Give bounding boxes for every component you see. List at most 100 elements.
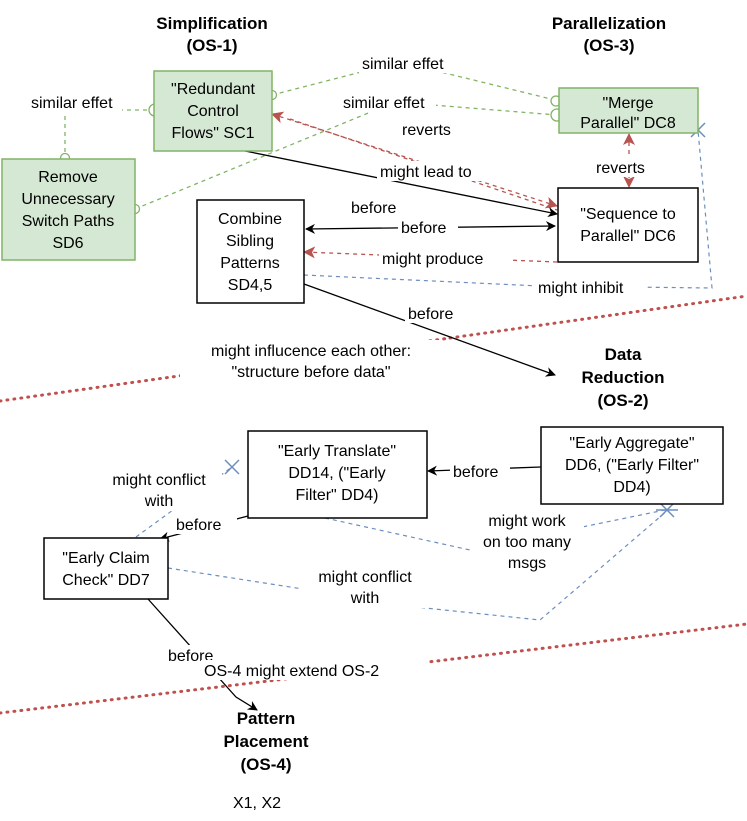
node-early-claim-check[interactable]: "Early Claim Check" DD7 <box>43 537 169 600</box>
label-might-inhibit: might inhibit <box>535 277 647 297</box>
boundary-line-os1-os2-right <box>448 294 747 340</box>
node-label: Filter" DD4) <box>295 487 378 504</box>
node-label: Combine <box>218 211 282 228</box>
svg-text:might conflict: might conflict <box>318 569 412 586</box>
node-label: Unnecessary <box>21 191 114 208</box>
node-label: DD4) <box>613 479 650 496</box>
node-label: Parallel" DC6 <box>580 228 676 245</box>
node-sequence-to-parallel[interactable]: "Sequence to Parallel" DC6 <box>557 187 699 263</box>
edge-reverts-top <box>271 111 558 209</box>
svg-text:Parallelization: Parallelization <box>552 14 666 33</box>
node-label: Switch Paths <box>22 213 114 230</box>
label-before-to-data: before <box>405 303 465 323</box>
label-might-lead-to: might lead to <box>377 161 499 181</box>
svg-text:with: with <box>350 590 379 607</box>
svg-text:(OS-1): (OS-1) <box>187 36 238 55</box>
heading-pattern-placement: Pattern Placement (OS-4) <box>223 709 308 774</box>
svg-text:msgs: msgs <box>508 555 546 572</box>
node-remove-unnecessary-switch-paths[interactable]: Remove Unnecessary Switch Paths SD6 <box>1 158 136 261</box>
node-label: "Early Aggregate" <box>569 435 694 452</box>
node-redundant-control-flows[interactable]: "Redundant Control Flows" SC1 <box>153 70 273 152</box>
label-before-claim: before <box>173 514 237 534</box>
edge-might-lead-to <box>289 118 558 211</box>
node-label: Control <box>187 103 239 120</box>
node-label: Remove <box>38 169 98 186</box>
node-early-aggregate[interactable]: "Early Aggregate" DD6, ("Early Filter" D… <box>540 426 724 505</box>
node-combine-sibling-patterns[interactable]: Combine Sibling Patterns SD4,5 <box>196 199 305 304</box>
heading-data-reduction: Data Reduction (OS-2) <box>581 345 664 410</box>
svg-text:Simplification: Simplification <box>156 14 267 33</box>
edge-before-placement <box>147 598 258 711</box>
svg-text:"structure before data": "structure before data" <box>232 364 391 381</box>
svg-text:(OS-2): (OS-2) <box>598 391 649 410</box>
label-might-work: might work on too many msgs <box>470 510 584 573</box>
svg-text:OS-4 might extend OS-2: OS-4 might extend OS-2 <box>204 663 379 680</box>
svg-text:might produce: might produce <box>382 251 483 268</box>
svg-text:might inhibit: might inhibit <box>538 280 624 297</box>
label-influence: might influcence each other: "structure … <box>180 340 442 382</box>
svg-text:(OS-4): (OS-4) <box>241 755 292 774</box>
node-label: SD4,5 <box>228 277 273 294</box>
svg-text:reverts: reverts <box>402 122 451 139</box>
node-label: Sibling <box>226 233 274 250</box>
label-before-sc1: before <box>348 197 408 217</box>
label-reverts-right: reverts <box>593 157 663 177</box>
svg-text:(OS-3): (OS-3) <box>584 36 635 55</box>
label-before-combine: before <box>398 217 458 237</box>
svg-text:similar effet: similar effet <box>31 95 113 112</box>
label-before-aggregate: before <box>450 461 510 481</box>
svg-text:similar effet: similar effet <box>362 56 444 73</box>
svg-text:similar effet: similar effet <box>343 95 425 112</box>
label-might-produce: might produce <box>379 248 513 268</box>
label-os4-extends: OS-4 might extend OS-2 <box>201 660 429 680</box>
svg-text:before: before <box>176 517 221 534</box>
edge-before-to-data <box>303 283 556 377</box>
node-label: "Early Claim <box>62 550 149 567</box>
edge-might-produce <box>303 246 558 263</box>
label-similar-effet-top: similar effet <box>359 53 455 73</box>
node-label: "Merge <box>602 95 653 112</box>
edge-might-conflict-mid <box>167 509 669 621</box>
edge-similar-effet-left <box>64 109 153 160</box>
node-label: DD14, ("Early <box>288 465 385 482</box>
label-similar-effet-left: similar effet <box>28 92 122 112</box>
svg-text:on too many: on too many <box>483 534 571 551</box>
svg-text:reverts: reverts <box>596 160 645 177</box>
cross-marker-icon <box>656 502 678 518</box>
placement-items: X1, X2 <box>233 795 281 812</box>
node-early-translate[interactable]: "Early Translate" DD14, ("Early Filter" … <box>247 430 428 519</box>
edge-might-work <box>324 509 666 551</box>
svg-text:before: before <box>408 306 453 323</box>
node-label: DD6, ("Early Filter" <box>565 457 699 474</box>
cross-marker-icon <box>224 459 240 475</box>
svg-text:Reduction: Reduction <box>581 368 664 387</box>
svg-text:before: before <box>401 220 446 237</box>
node-label: Patterns <box>220 255 280 272</box>
svg-text:might influcence each other:: might influcence each other: <box>211 343 411 360</box>
node-label: SD6 <box>52 235 83 252</box>
node-merge-parallel[interactable]: "Merge Parallel" DC8 <box>558 87 699 134</box>
node-label: Flows" SC1 <box>171 125 254 142</box>
label-might-conflict-left: might conflict with <box>96 469 222 511</box>
svg-text:Pattern: Pattern <box>237 709 296 728</box>
node-label: "Redundant <box>171 81 256 98</box>
label-reverts-top: reverts <box>399 119 461 139</box>
heading-simplification: Simplification (OS-1) <box>156 14 267 55</box>
svg-text:with: with <box>144 493 173 510</box>
svg-text:might conflict: might conflict <box>112 472 206 489</box>
heading-parallelization: Parallelization (OS-3) <box>552 14 666 55</box>
svg-text:before: before <box>453 464 498 481</box>
svg-text:Data: Data <box>605 345 642 364</box>
boundary-line-os2-os4 <box>0 622 747 715</box>
svg-text:Placement: Placement <box>223 732 308 751</box>
label-might-conflict-mid: might conflict with <box>302 566 428 608</box>
node-label: Check" DD7 <box>62 572 150 589</box>
edge-before-sc1 <box>244 150 558 218</box>
node-label: "Sequence to <box>580 206 676 223</box>
svg-text:might work: might work <box>488 513 566 530</box>
svg-text:before: before <box>351 200 396 217</box>
node-label: Parallel" DC8 <box>580 115 676 132</box>
node-label: "Early Translate" <box>278 443 396 460</box>
label-similar-effet-mid: similar effet <box>340 92 436 112</box>
